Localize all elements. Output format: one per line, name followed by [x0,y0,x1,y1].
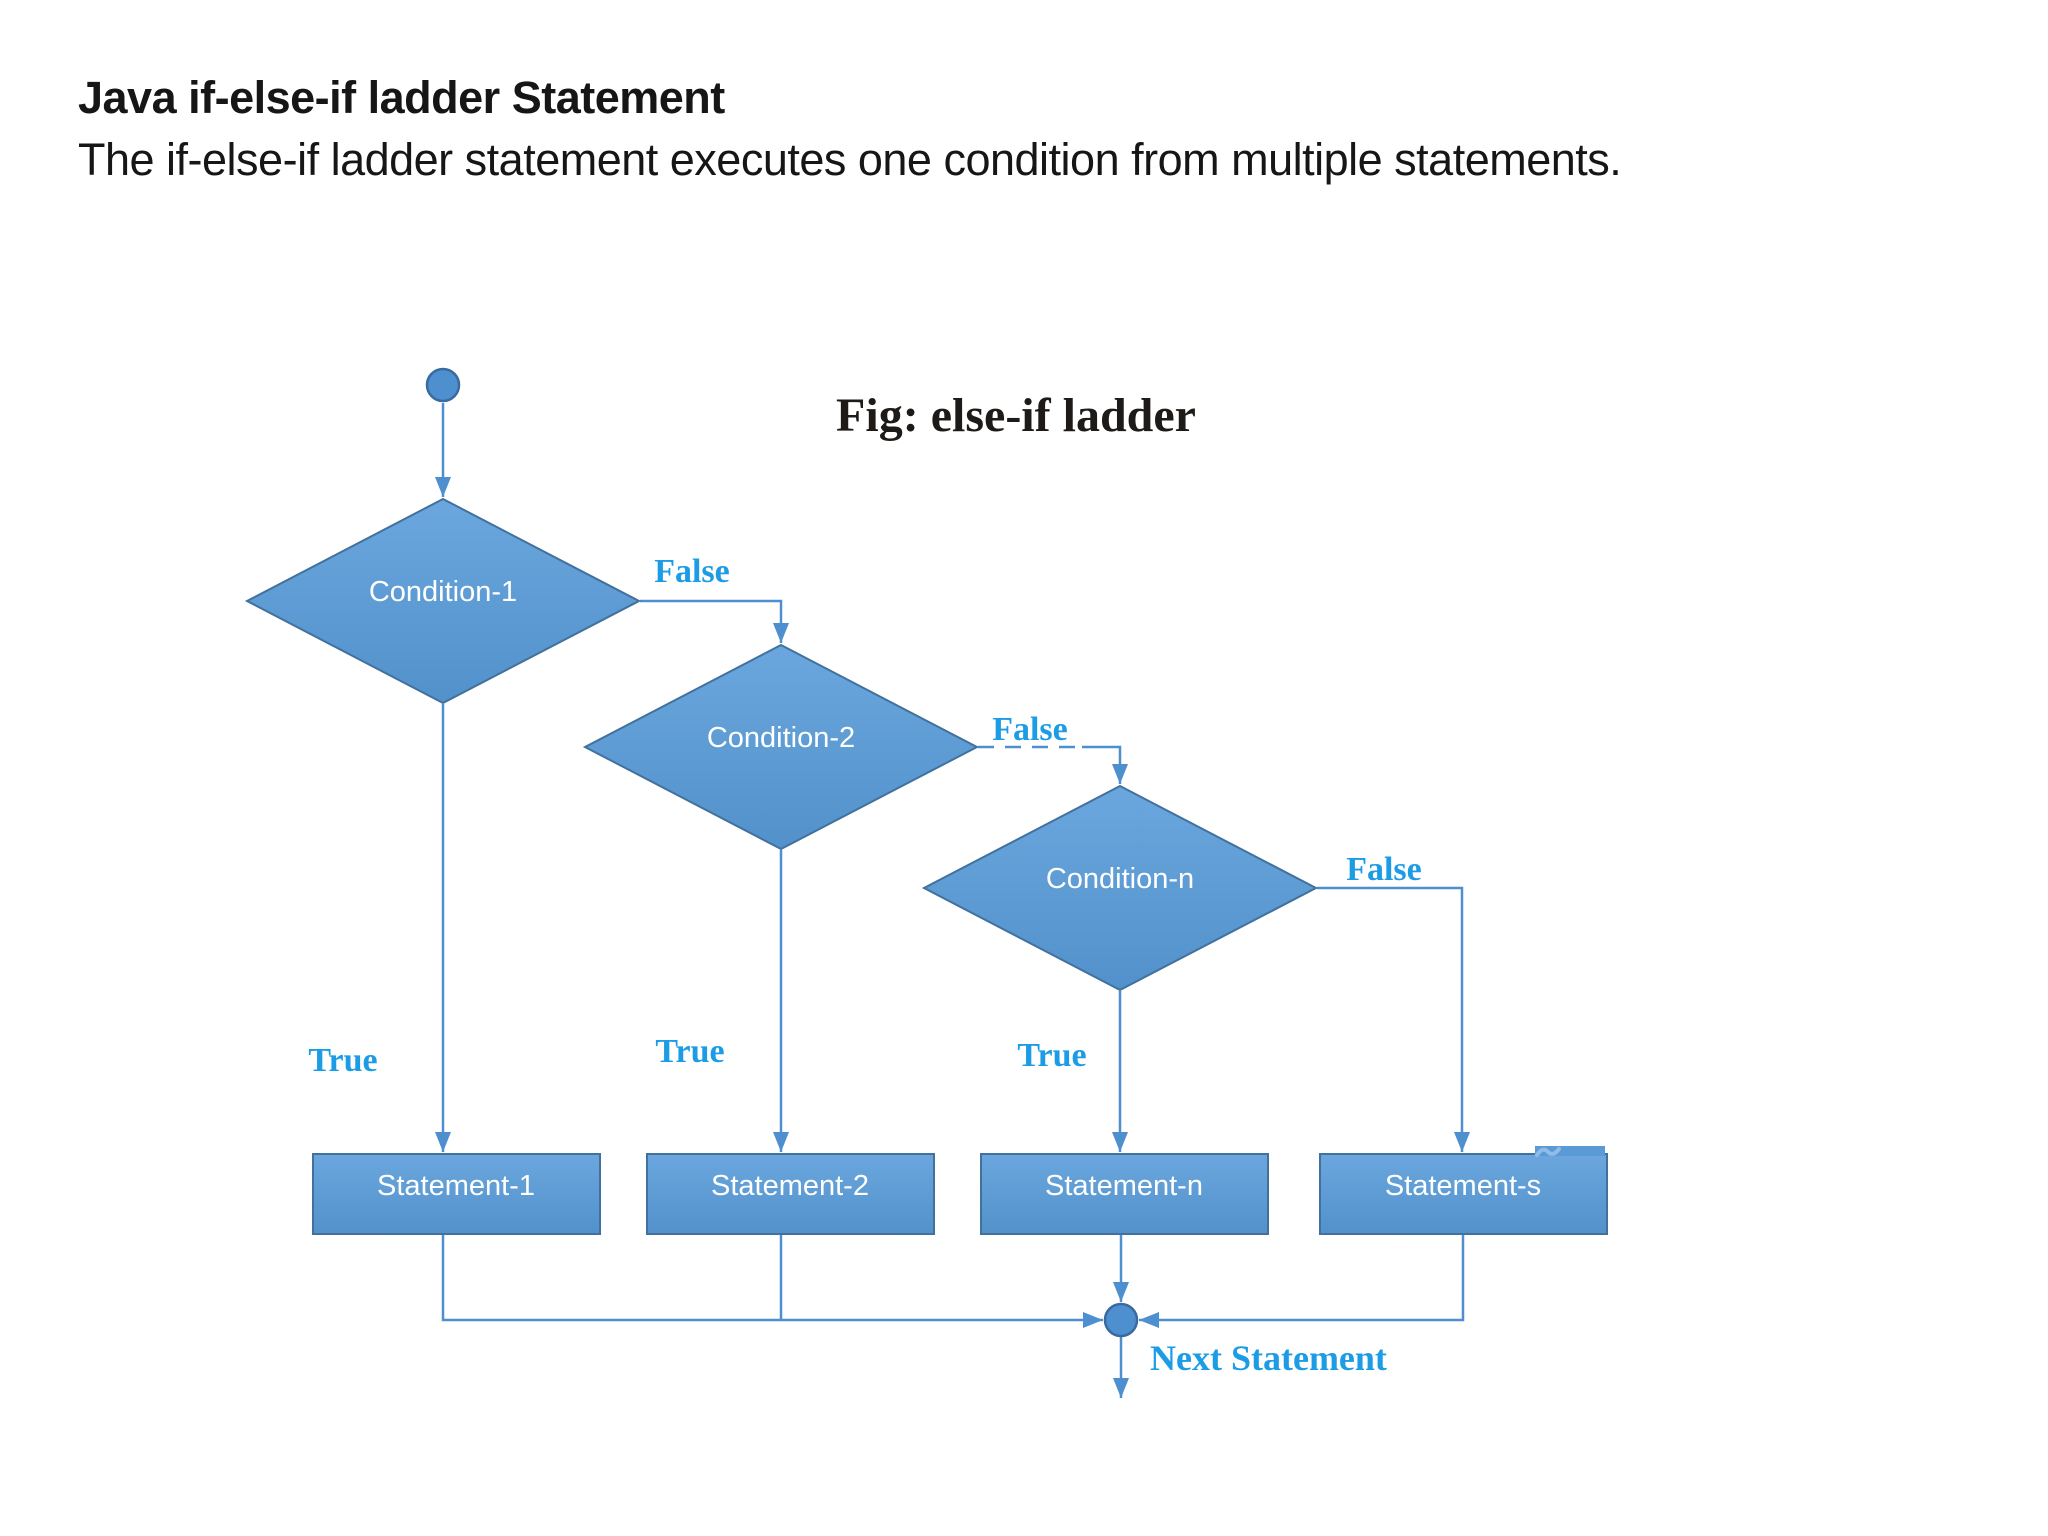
conditionN-diamond [921,784,1319,992]
false-label-1: False [654,553,730,590]
condition1-label: Condition-1 [369,576,517,608]
edge-false-condition1-to-condition2 [640,599,790,643]
conditionN-label: Condition-n [1046,863,1194,895]
condition2-diamond [582,643,980,851]
edge-false-condition2-to-conditionN [1082,745,1129,784]
start-node [425,367,461,403]
condition1-diamond [244,497,642,705]
false-label-2: False [992,711,1068,748]
statementS-label: Statement-s [1385,1170,1541,1202]
true-label-3: True [1017,1037,1086,1074]
statement1-label: Statement-1 [377,1170,535,1202]
page-subtitle: The if-else-if ladder statement executes… [78,134,1622,185]
statement1-box [312,1153,601,1235]
false-label-3: False [1346,851,1422,888]
next-statement-label: Next Statement [1150,1338,1387,1378]
merge-node [1103,1302,1139,1338]
statementN-box [980,1153,1269,1235]
condition2-label: Condition-2 [707,722,855,754]
figure-caption: Fig: else-if ladder [836,389,1196,442]
true-label-2: True [655,1033,724,1070]
edge-statementS-to-merge [1139,1234,1465,1329]
edge-false-conditionN-to-statementS [1317,886,1471,1152]
cropped-text-artifact [1535,1147,1561,1157]
statementS-box [1319,1153,1608,1235]
page-title: Java if-else-if ladder Statement [78,72,725,123]
edge-statement1-to-merge [441,1234,1103,1328]
statement2-box [646,1153,935,1235]
statementN-label: Statement-n [1045,1170,1203,1202]
statement2-label: Statement-2 [711,1170,869,1202]
true-label-1: True [308,1042,377,1079]
statementS-box-notch [1535,1146,1605,1156]
